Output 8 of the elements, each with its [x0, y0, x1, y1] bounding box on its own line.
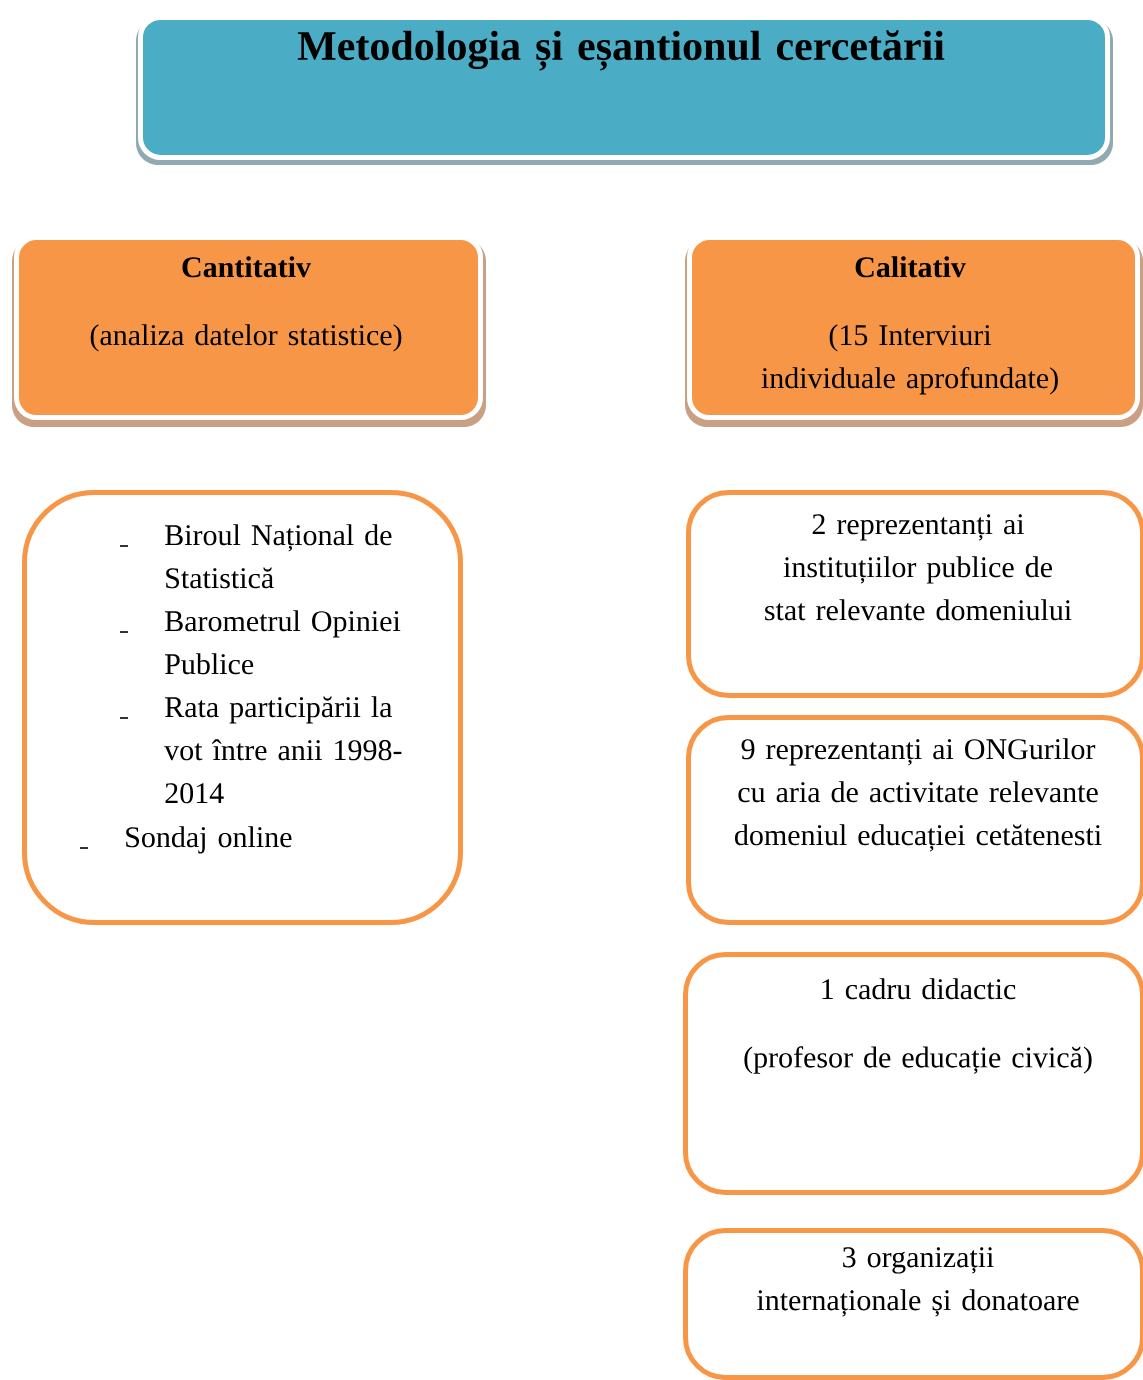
sample-box: 1 cadru didactic (profesor de educație civică) [683, 952, 1143, 1195]
title-banner: Metodologia și eșantionul cercetării [136, 15, 1113, 165]
sample-box: 9 reprezentanți ai ONGurilor cu aria de activitate relevante domeniul educației cetătenesti [686, 715, 1143, 925]
sample-box: 3 organizații internaționale și donatoare [683, 1228, 1143, 1380]
sample-box: 2 reprezentanți ai instituțiilor publice de stat relevante domeniului [686, 490, 1143, 698]
category-box: Calitativ (15 Interviuri individuale aprofundate) [685, 235, 1143, 427]
category-box: Cantitativ (analiza datelor statistice) [12, 235, 486, 427]
source-list-box: Biroul Național de Statistică Barometrul Opiniei Publice Rata participării la vot între anii 1998-2014 Sondaj online [22, 490, 463, 925]
